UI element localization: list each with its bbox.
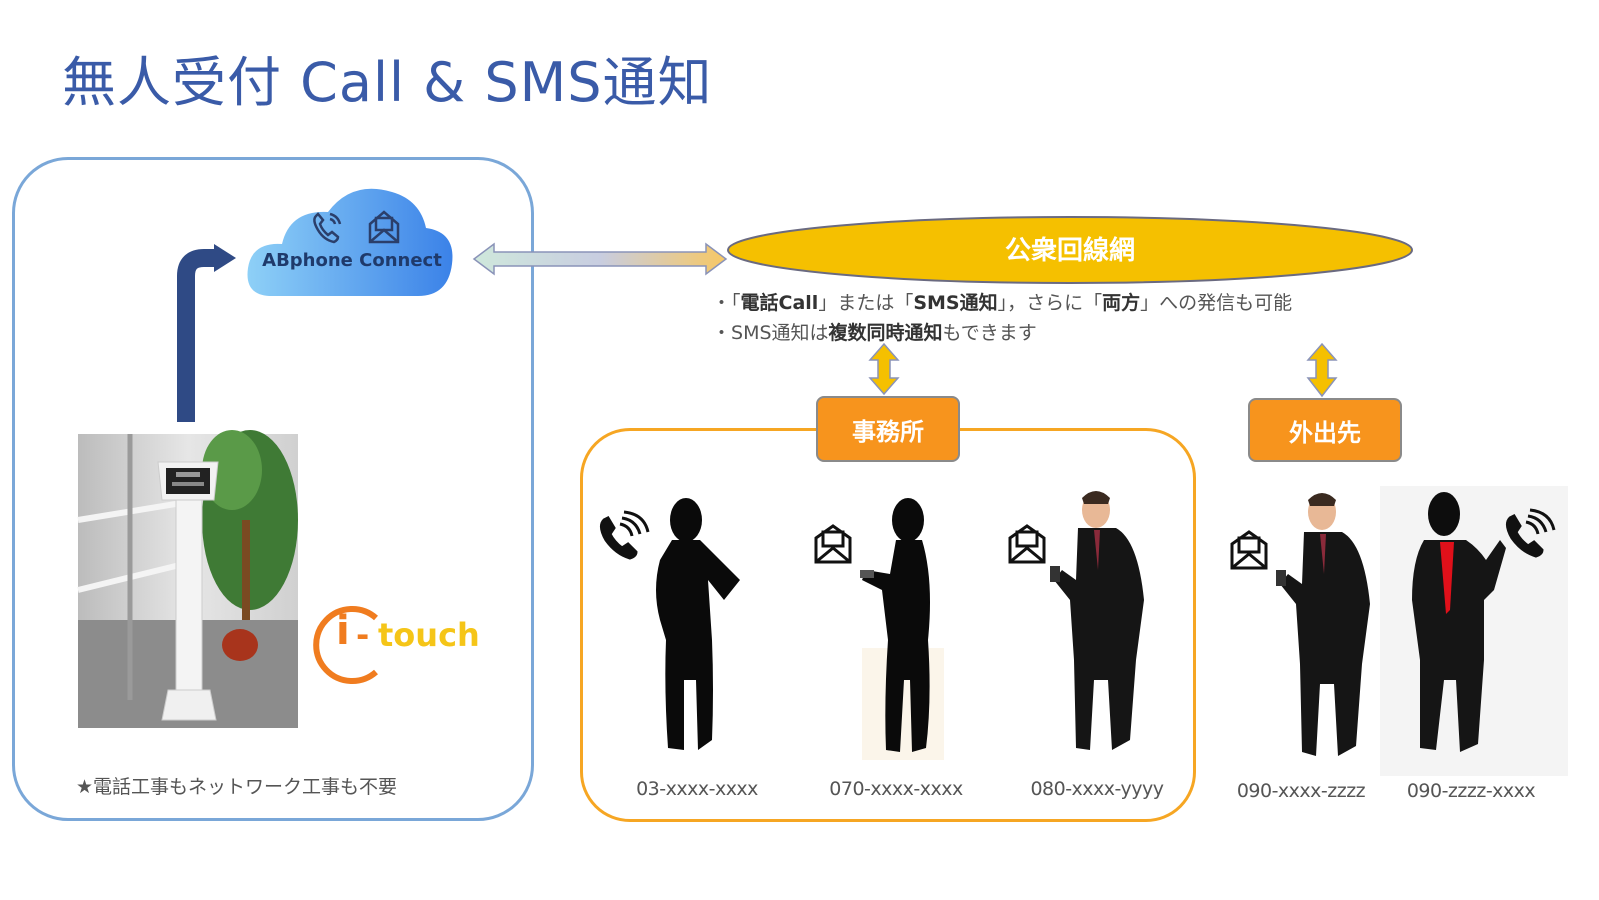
office-tag: 事務所 [816, 396, 960, 462]
public-network-label: 公衆回線網 [1004, 236, 1135, 266]
itouch-logo-text: touch [378, 616, 480, 654]
cloud-phone-icon [313, 212, 342, 244]
note-line-1: ・「電話Call」または「SMS通知」，さらに「両方」への発信も可能 [712, 288, 1292, 315]
itouch-logo-i: i [336, 608, 350, 654]
note-text: もできます [942, 322, 1037, 344]
network-outside-arrow [1306, 342, 1338, 398]
itouch-logo-ring [313, 606, 378, 684]
page-title: 無人受付 Call & SMS通知 [62, 51, 713, 114]
contact-2-number: 070-xxxx-xxxx [829, 778, 963, 800]
kiosk-system-panel [12, 157, 534, 821]
outside-tag: 外出先 [1248, 398, 1402, 462]
contact-4-number: 090-xxxx-zzzz [1236, 780, 1366, 802]
note-bold: 両方 [1102, 292, 1141, 314]
contact-1-number: 03-xxxx-xxxx [636, 778, 758, 800]
note-bold: 複数同時通知 [828, 322, 943, 344]
footnote: ★電話工事もネットワーク工事も不要 [76, 776, 398, 798]
kiosk-photo [77, 430, 298, 728]
bullet: ・ [712, 292, 732, 314]
note-text: 」への発信も可能 [1140, 292, 1293, 314]
network-office-arrow [868, 342, 900, 396]
contact-5-number: 090-zzzz-xxxx [1406, 780, 1536, 802]
contact-4-figure [1276, 493, 1370, 756]
cloud-network-double-arrow [472, 242, 728, 276]
abphone-connect-cloud [247, 188, 453, 296]
cloud-label: ABphone Connect [262, 250, 442, 271]
note-line-2: ・SMS通知は複数同時通知もできます [712, 318, 1037, 345]
contact-2-figure [860, 498, 930, 752]
note-bold: 電話Call [740, 292, 819, 314]
contact-1-figure [656, 498, 740, 750]
itouch-logo-dash: - [356, 616, 370, 654]
contact-5-figure [1412, 492, 1506, 752]
cloud-envelope-icon [368, 210, 400, 244]
kiosk-to-cloud-arrow [177, 244, 236, 422]
contact-2-envelope-icon [814, 524, 852, 564]
bullet: ・ [712, 322, 732, 344]
note-text: SMS通知は [731, 322, 829, 344]
public-network-ellipse [727, 216, 1413, 284]
contact-3-figure [1050, 491, 1144, 750]
note-bold: SMS通知 [913, 292, 998, 314]
contact-4-envelope-icon [1230, 530, 1268, 570]
contact-3-envelope-icon [1008, 524, 1046, 564]
note-text: 」または「 [818, 292, 914, 314]
contact-1-phone-icon [599, 510, 650, 560]
contact-3-number: 080-xxxx-yyyy [1030, 778, 1164, 800]
note-text: 」，さらに「 [997, 292, 1103, 314]
note-text: 「 [731, 292, 741, 314]
contact-5-phone-icon [1505, 508, 1556, 558]
